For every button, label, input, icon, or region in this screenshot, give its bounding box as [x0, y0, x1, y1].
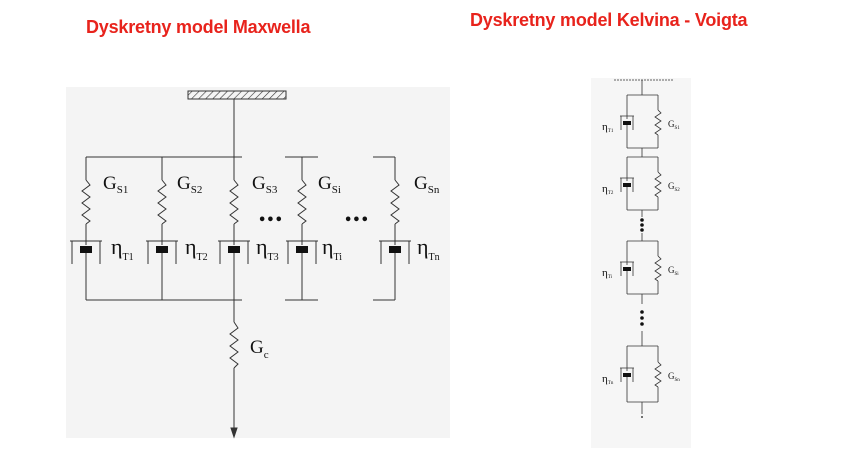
maxwell-branch: [70, 157, 102, 300]
kv-g-sn: GSn: [668, 371, 680, 383]
kv-eta-t2: ηT2: [602, 183, 614, 196]
maxwell-branch: [146, 157, 178, 300]
spring-icon: [654, 255, 662, 282]
kv-g-si: GSi: [668, 265, 679, 277]
eta-label-tn: ηTn: [417, 234, 440, 263]
kelvin-voigt-title: Dyskretny model Kelvina - Voigta: [470, 10, 748, 30]
g-label-sn: GSn: [414, 173, 440, 196]
kv-eta-t1: ηT1: [602, 121, 614, 134]
dashpot-icon: [623, 267, 631, 271]
eta-label-t2: ηT2: [185, 234, 208, 263]
spring-icon: [654, 361, 662, 388]
kelvin-panel: [591, 78, 691, 448]
maxwell-branch: [379, 157, 411, 300]
g-label-s1: GS1: [103, 173, 128, 196]
spring-icon: [157, 179, 167, 225]
maxwell-panel: [66, 87, 450, 438]
kelvin-ellipsis-1: [640, 218, 644, 232]
maxwell-title: Dyskretny model Maxwella: [86, 17, 311, 37]
maxwell-arrow: [230, 427, 238, 439]
dashpot-icon: [156, 246, 168, 253]
kv-eta-ti: ηTi: [602, 267, 613, 280]
maxwell-fixed-support: [187, 90, 287, 100]
kv-g-s1: GS1: [668, 119, 680, 131]
spring-icon: [81, 179, 91, 225]
kelvin-structure: [614, 79, 674, 414]
gc-label: Gc: [250, 337, 269, 361]
dashpot-icon: [389, 246, 401, 253]
eta-label-ti: ηTi: [322, 234, 342, 263]
eta-label-t3: ηT3: [256, 234, 279, 263]
kelvin-end-dot: [641, 416, 643, 418]
spring-icon: [229, 179, 239, 225]
ellipsis-2: •••: [344, 213, 369, 228]
g-label-s3: GS3: [252, 173, 278, 196]
dashpot-icon: [296, 246, 308, 253]
dashpot-icon: [623, 373, 631, 377]
eta-label-t1: ηT1: [111, 234, 134, 263]
spring-icon: [297, 179, 307, 225]
dashpot-icon: [80, 246, 92, 253]
spring-icon: [390, 179, 400, 225]
g-label-s2: GS2: [177, 173, 202, 196]
kv-g-s2: GS2: [668, 181, 680, 193]
dashpot-icon: [623, 121, 631, 125]
spring-icon: [654, 171, 662, 198]
maxwell-branch: [218, 157, 250, 300]
spring-icon: [654, 109, 662, 136]
kelvin-ellipsis-2: [640, 310, 644, 326]
maxwell-branch: [286, 157, 318, 300]
g-label-si: GSi: [318, 173, 341, 196]
ellipsis-1: •••: [258, 213, 283, 228]
dashpot-icon: [623, 183, 631, 187]
kv-eta-tn: ηTn: [602, 373, 614, 386]
dashpot-icon: [228, 246, 240, 253]
